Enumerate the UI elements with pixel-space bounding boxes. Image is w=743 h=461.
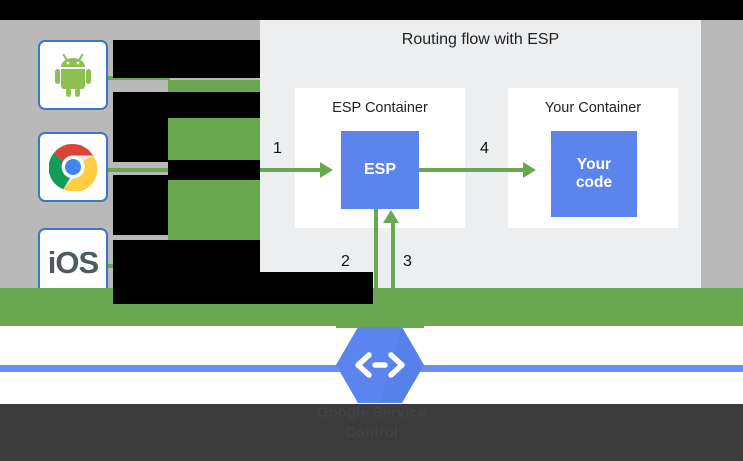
ios-label: iOS [47, 245, 99, 280]
arrow-1-head [320, 162, 333, 178]
client-connector-chrome [108, 168, 170, 172]
step-number-4: 4 [480, 140, 489, 157]
service-control-caption-line1: Google Service [316, 404, 427, 421]
occlusion-block-f [113, 272, 373, 304]
client-connector-android [108, 76, 170, 80]
arrow-4-head [523, 162, 536, 178]
occlusion-block-c [113, 175, 168, 235]
chrome-icon [49, 143, 97, 191]
your-code-label-line1: Your [576, 156, 612, 174]
hexagon-green-cap [336, 310, 424, 328]
diagram-right-edge [701, 20, 743, 305]
android-icon [55, 53, 91, 97]
esp-service-box: ESP [341, 131, 419, 209]
your-container-label: Your Container [544, 100, 642, 116]
occlusion-block-g [168, 160, 260, 180]
occlusion-block-b [113, 92, 168, 162]
step-number-1: 1 [273, 140, 282, 157]
occlusion-block-d [113, 240, 260, 272]
arrow-4-line [419, 168, 525, 172]
occlusion-block-e [168, 92, 260, 118]
arrow-3-head [383, 210, 399, 223]
occlusion-block-top [0, 0, 743, 20]
step-number-3: 3 [403, 253, 412, 270]
client-tile-android[interactable] [38, 40, 108, 110]
client-tile-ios[interactable]: iOS [38, 228, 108, 298]
esp-container-label: ESP Container [332, 100, 428, 116]
arrow-3-line [391, 222, 395, 324]
client-tile-chrome[interactable] [38, 132, 108, 202]
arrow-2-line [374, 209, 378, 324]
footer-band [0, 404, 743, 461]
diagram-title: Routing flow with ESP [401, 31, 560, 48]
service-control-caption-line2: Control [344, 424, 399, 441]
your-code-box: Your code [551, 131, 637, 217]
your-code-label-line2: code [575, 174, 613, 191]
step-number-2: 2 [341, 253, 350, 270]
esp-service-label: ESP [363, 160, 396, 178]
occlusion-block-a [113, 40, 260, 78]
api-code-hexagon-icon [336, 327, 424, 403]
arrow-1-line [260, 168, 322, 172]
